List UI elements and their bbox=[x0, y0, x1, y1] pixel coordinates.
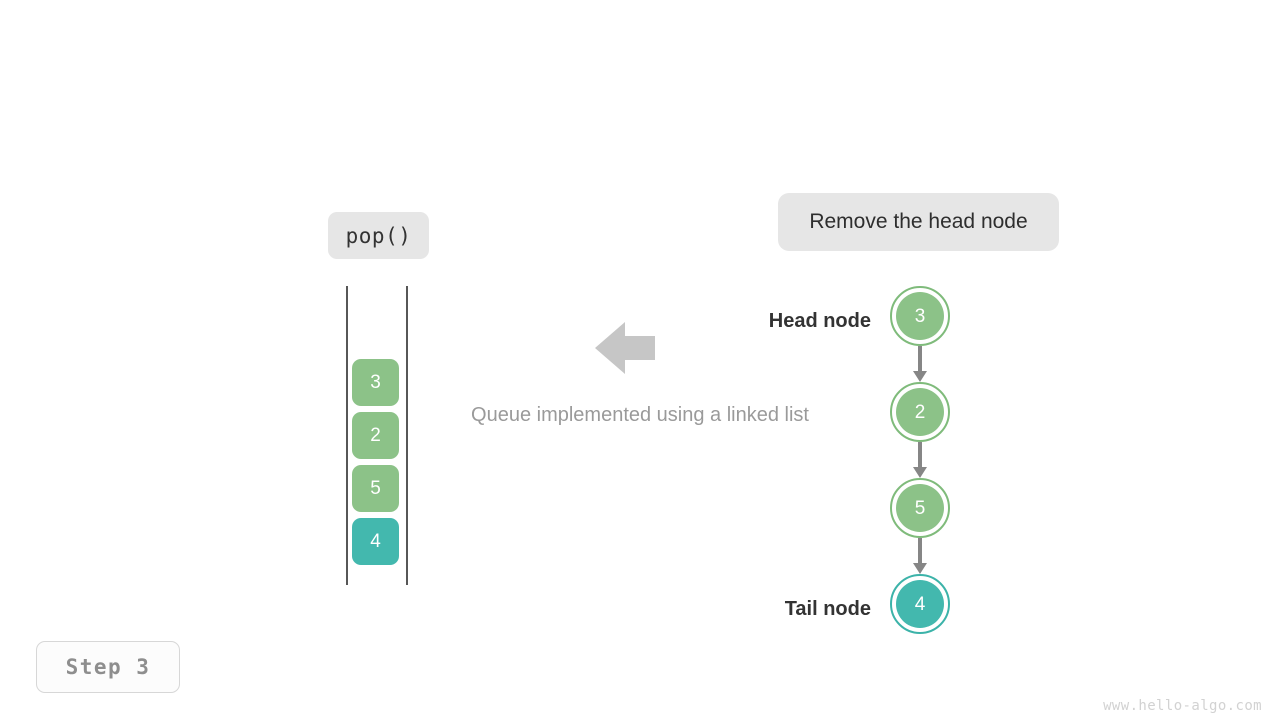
queue-container bbox=[346, 286, 408, 585]
node-value: 5 bbox=[896, 484, 944, 532]
linked-list-connector-arrow bbox=[913, 538, 927, 574]
arrow-left-icon bbox=[595, 322, 655, 374]
linked-list-diagram: 3 2 5 4 bbox=[860, 286, 980, 642]
queue-cell: 4 bbox=[352, 518, 399, 565]
queue-cell-list: 3 2 5 4 bbox=[352, 359, 399, 569]
queue-cell: 3 bbox=[352, 359, 399, 406]
operation-chip: pop() bbox=[328, 212, 429, 259]
tail-node-label: Tail node bbox=[784, 598, 871, 620]
connector-shaft bbox=[918, 538, 922, 564]
connector-shaft bbox=[918, 442, 922, 468]
queue-rail-right bbox=[406, 286, 408, 585]
head-node-label: Head node bbox=[768, 310, 871, 332]
linked-list-node-middle: 5 bbox=[890, 478, 950, 538]
queue-cell: 2 bbox=[352, 412, 399, 459]
connector-arrowhead-icon bbox=[913, 563, 927, 574]
connector-shaft bbox=[918, 346, 922, 372]
linked-list-node-head: 3 bbox=[890, 286, 950, 346]
watermark: www.hello-algo.com bbox=[1103, 698, 1262, 714]
queue-rail-left bbox=[346, 286, 348, 585]
linked-list-node-middle: 2 bbox=[890, 382, 950, 442]
linked-list-connector-arrow bbox=[913, 346, 927, 382]
connector-arrowhead-icon bbox=[913, 371, 927, 382]
node-value: 2 bbox=[896, 388, 944, 436]
node-value: 3 bbox=[896, 292, 944, 340]
queue-cell: 5 bbox=[352, 465, 399, 512]
connector-arrowhead-icon bbox=[913, 467, 927, 478]
node-value: 4 bbox=[896, 580, 944, 628]
action-description-chip: Remove the head node bbox=[778, 193, 1059, 251]
linked-list-connector-arrow bbox=[913, 442, 927, 478]
step-badge: Step 3 bbox=[36, 641, 180, 693]
queue-caption: Queue implemented using a linked list bbox=[471, 404, 809, 426]
linked-list-node-tail: 4 bbox=[890, 574, 950, 634]
